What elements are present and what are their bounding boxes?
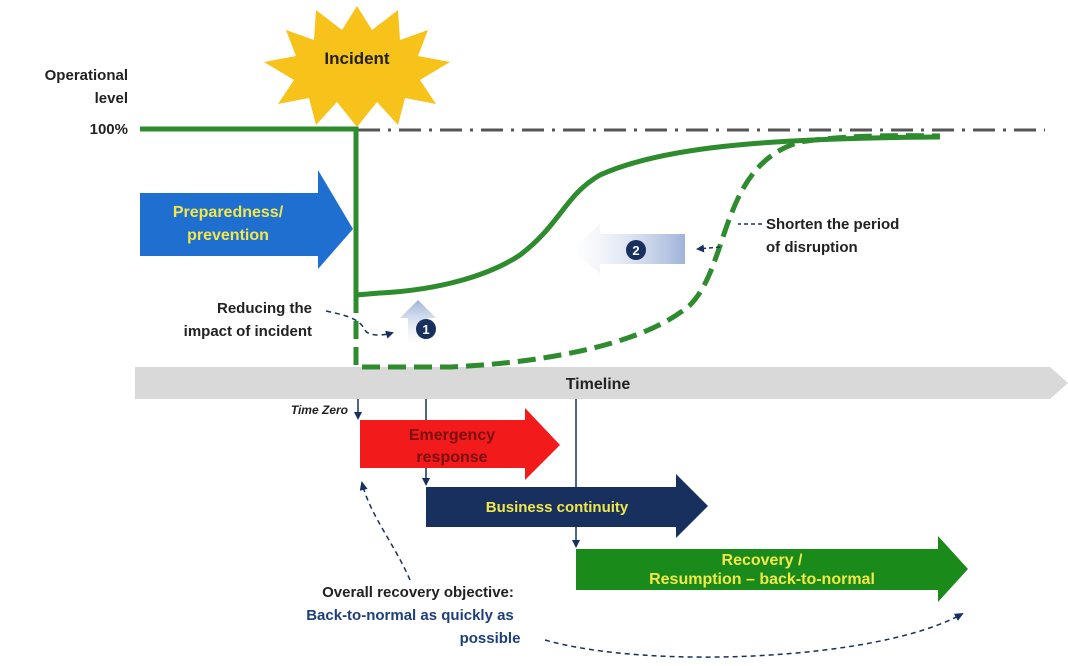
- emergency-response-arrow: [360, 408, 560, 480]
- timeline-band: [135, 367, 1068, 399]
- preparedness-label-1: Preparedness/: [173, 204, 284, 221]
- time-zero-label: Time Zero: [291, 403, 348, 417]
- incident-label: Incident: [324, 49, 390, 68]
- emergency-label-1: Emergency: [409, 427, 495, 444]
- badge-2-number: 2: [632, 243, 639, 258]
- preparedness-arrow: [140, 170, 353, 269]
- timeline-label: Timeline: [566, 376, 631, 393]
- reducing-label-1: Reducing the: [217, 300, 312, 317]
- badge-2: [626, 240, 646, 260]
- recovery-arrow: [576, 536, 968, 602]
- shorten-label-2: of disruption: [766, 239, 858, 256]
- objective-pointer-left: [359, 481, 411, 581]
- operational-curve-baseline: [353, 133, 941, 370]
- y-axis-label-1: Operational: [45, 67, 128, 84]
- y-axis-tick-100: 100%: [90, 121, 128, 138]
- incident-starburst: [264, 6, 450, 127]
- badge-1: [416, 319, 436, 339]
- objective-label-3: possible: [460, 630, 521, 647]
- business-continuity-arrow: [426, 474, 708, 538]
- badge-1-number: 1: [422, 322, 429, 337]
- reducing-label-2: impact of incident: [184, 323, 312, 340]
- business-continuity-label: Business continuity: [486, 499, 629, 516]
- y-axis-label-2: level: [95, 90, 128, 107]
- preparedness-label-2: prevention: [187, 227, 269, 244]
- shorten-pointer-bottom: [696, 244, 721, 253]
- objective-label-2: Back-to-normal as quickly as: [306, 607, 514, 624]
- recovery-label-1: Recovery /: [722, 552, 803, 569]
- shorten-label-1: Shorten the period: [766, 216, 899, 233]
- recovery-label-2: Resumption – back-to-normal: [649, 571, 875, 588]
- objective-pointer-right: [544, 613, 964, 658]
- operational-curve-improved: [140, 126, 941, 298]
- reducing-pointer: [325, 310, 394, 339]
- objective-label-1: Overall recovery objective:: [322, 584, 514, 601]
- emergency-label-2: response: [416, 449, 487, 466]
